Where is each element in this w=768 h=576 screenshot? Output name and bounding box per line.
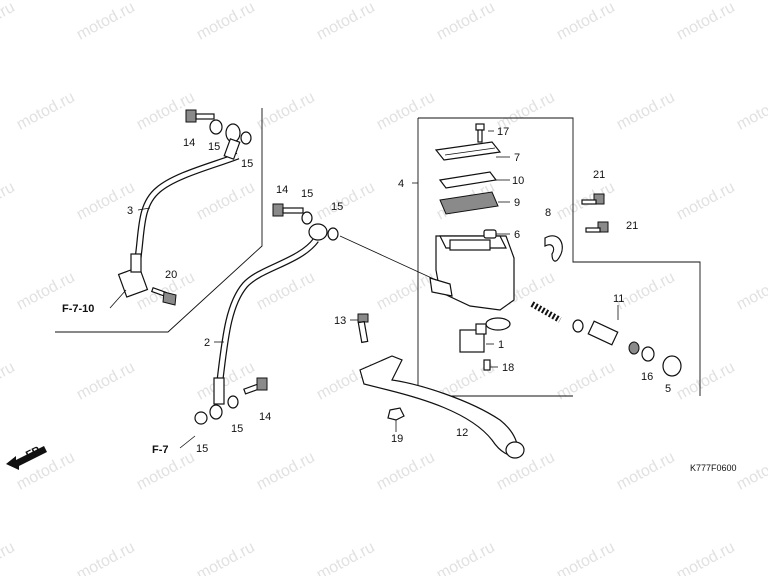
banjo-bolt-lower-bottom — [194, 377, 268, 425]
watermark-text: motod.ru — [254, 449, 318, 494]
watermark-text: motod.ru — [0, 539, 18, 576]
part-callouts: 14 15 15 3 20 14 15 15 2 14 15 15 13 19 … — [127, 126, 671, 455]
banjo-bolt-upper — [185, 109, 252, 145]
callout-11: 11 — [613, 293, 624, 305]
callout-10: 10 — [512, 175, 524, 187]
watermark-text: motod.ru — [674, 179, 738, 224]
bolts-21 — [581, 193, 609, 233]
screw-17 — [475, 123, 485, 143]
callout-15: 15 — [231, 423, 243, 435]
callout-12: 12 — [456, 427, 468, 439]
watermark-text: motod.ru — [194, 539, 258, 576]
callout-15: 15 — [208, 141, 220, 153]
banjo-bolt-lower-top — [272, 203, 339, 241]
callout-9: 9 — [514, 197, 520, 209]
pivot-bolt-13 — [357, 313, 369, 344]
watermark-text: motod.ru — [254, 89, 318, 134]
callout-18: 18 — [502, 362, 514, 374]
watermark-text: motod.ru — [554, 359, 618, 404]
fr-label: FR. — [24, 443, 45, 462]
callout-8: 8 — [545, 207, 551, 219]
callout-16: 16 — [641, 371, 653, 383]
watermark-text: motod.ru — [14, 89, 78, 134]
callout-21: 21 — [593, 169, 605, 181]
watermark-text: motod.ru — [674, 539, 738, 576]
watermark-text: motod.ru — [734, 89, 768, 134]
callout-13: 13 — [334, 315, 346, 327]
section-boundaries — [55, 108, 701, 397]
callout-1: 1 — [498, 339, 504, 351]
callout-15: 15 — [301, 188, 313, 200]
watermark-text: motod.ru — [74, 539, 138, 576]
watermark-text: motod.ru — [434, 539, 498, 576]
watermark-text: motod.ru — [554, 0, 618, 44]
ref-f-7: F-7 — [152, 444, 169, 456]
callout-3: 3 — [127, 205, 133, 217]
watermark-text: motod.ru — [314, 0, 378, 44]
nut-19 — [387, 407, 405, 421]
callout-15: 15 — [331, 201, 343, 213]
brake-lever — [359, 355, 525, 459]
diaphragm — [439, 191, 499, 215]
watermark-text: motod.ru — [194, 179, 258, 224]
watermark-text: motod.ru — [554, 539, 618, 576]
callout-14: 14 — [183, 137, 195, 149]
callout-19: 19 — [391, 433, 403, 445]
watermark-text: motod.ru — [614, 89, 678, 134]
watermark-text: motod.ru — [374, 449, 438, 494]
watermark-text: motod.ru — [434, 0, 498, 44]
brake-switch — [459, 323, 491, 371]
watermark-text: motod.ru — [734, 449, 768, 494]
callout-4: 4 — [398, 178, 404, 190]
watermark-text: motod.ru — [74, 0, 138, 44]
callout-15: 15 — [241, 158, 253, 170]
watermark-text: motod.ru — [74, 359, 138, 404]
watermark-text: motod.ru — [374, 269, 438, 314]
callout-21: 21 — [626, 220, 638, 232]
callout-2: 2 — [204, 337, 210, 349]
brake-hose-upper — [117, 123, 241, 298]
watermark-text: motod.ru — [614, 449, 678, 494]
callout-5: 5 — [665, 383, 671, 395]
ref-f-7-10: F-7-10 — [62, 303, 94, 315]
callout-14: 14 — [259, 411, 271, 423]
watermark-text: motod.ru — [674, 359, 738, 404]
callout-20: 20 — [165, 269, 177, 281]
watermark-text: motod.ru — [0, 0, 18, 44]
float-6 — [483, 229, 497, 239]
diagram-code: K777F0600 — [690, 463, 737, 473]
callout-6: 6 — [514, 229, 520, 241]
callout-15: 15 — [196, 443, 208, 455]
callout-17: 17 — [497, 126, 509, 138]
watermark-text: motod.ru — [194, 0, 258, 44]
watermark-text: motod.ru — [374, 89, 438, 134]
callout-14: 14 — [276, 184, 288, 196]
watermark-text: motod.ru — [0, 179, 18, 224]
watermark-text: motod.ru — [674, 0, 738, 44]
holder-8 — [544, 235, 563, 262]
watermark-text: motod.ru — [14, 449, 78, 494]
watermark-text: motod.ru — [494, 449, 558, 494]
bolt-20 — [150, 286, 177, 306]
reservoir-cap — [434, 141, 502, 161]
watermark-text: motod.ru — [734, 269, 768, 314]
watermark-text: motod.ru — [194, 359, 258, 404]
watermark-text: motod.ru — [314, 539, 378, 576]
callout-7: 7 — [514, 152, 520, 164]
brake-hose-lower — [209, 223, 328, 420]
watermark-text: motod.ru — [0, 359, 18, 404]
leader-lines — [109, 130, 619, 449]
watermark-text: motod.ru — [614, 269, 678, 314]
piston-set — [530, 301, 682, 377]
watermark-text: motod.ru — [314, 179, 378, 224]
master-cylinder-body — [339, 235, 515, 331]
